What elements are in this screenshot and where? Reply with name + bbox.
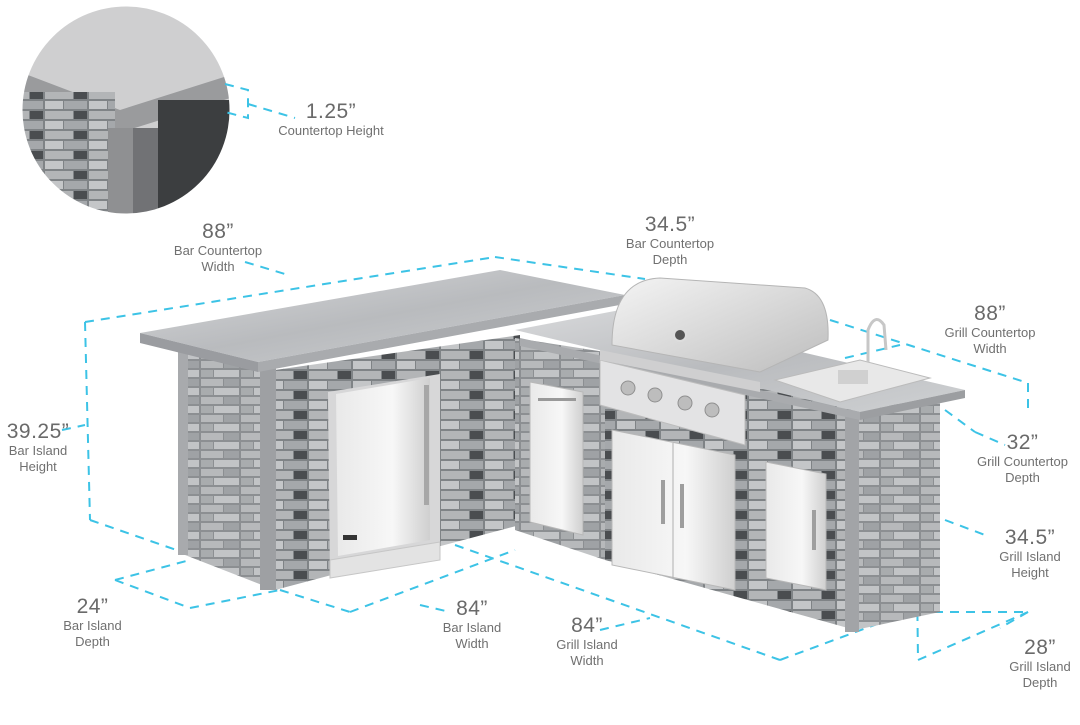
dimension-label: Countertop Height (278, 123, 384, 139)
dimension-label: Bar Countertop (173, 243, 263, 259)
dimension-label: Depth (1005, 470, 1040, 486)
bar-island-depth-dimension: 24” Bar Island Depth (55, 595, 130, 650)
dimension-label: Bar Island (442, 620, 502, 636)
dimension-label: Grill Countertop (976, 454, 1069, 470)
dimension-value: 34.5” (1004, 526, 1056, 549)
dimension-label: Width (973, 341, 1007, 357)
dimension-value: 1.25” (305, 100, 357, 123)
countertop-detail-inset (21, 5, 231, 215)
dimension-label: Depth (652, 252, 688, 268)
dimension-value: 39.25” (6, 420, 70, 443)
bar-countertop-depth-dimension: 34.5” Bar Countertop Depth (610, 213, 730, 268)
dimension-label: Height (1011, 565, 1049, 581)
dimension-value: 84” (456, 597, 488, 620)
dimension-label: Width (570, 653, 604, 669)
dimension-value: 32” (1006, 431, 1039, 454)
grill-island-doors (529, 381, 827, 591)
grill-countertop-depth-dimension: 32” Grill Countertop Depth (965, 431, 1080, 486)
dimension-value: 88” (202, 220, 234, 243)
refrigerator (328, 374, 441, 579)
dimension-label: Width (455, 636, 489, 652)
dimension-label: Bar Island (63, 618, 122, 634)
grill-island-depth-dimension: 28” Grill Island Depth (1000, 636, 1080, 691)
dimension-value: 88” (974, 302, 1006, 325)
dimension-label: Bar Island (8, 443, 68, 459)
dimension-label: Bar Countertop (625, 236, 715, 252)
dimension-value: 24” (76, 595, 109, 618)
dimension-value: 84” (571, 614, 603, 637)
dimension-value: 28” (1024, 636, 1056, 659)
dimension-label: Grill Countertop (944, 325, 1036, 341)
dimension-label: Grill Island (999, 549, 1061, 565)
bar-island-height-dimension: 39.25” Bar Island Height (2, 420, 74, 475)
dimension-label: Grill Island (556, 637, 618, 653)
dimension-label: Depth (75, 634, 110, 650)
gas-grill (599, 277, 829, 446)
dimension-label: Grill Island (1009, 659, 1071, 675)
grill-island-width-dimension: 84” Grill Island Width (547, 614, 627, 669)
dimension-value: 34.5” (644, 213, 696, 236)
countertop-height-dimension: 1.25” Countertop Height (266, 100, 396, 139)
grill-island-height-dimension: 34.5” Grill Island Height (980, 526, 1080, 581)
grill-countertop-width-dimension: 88” Grill Countertop Width (925, 302, 1055, 357)
dimension-label: Depth (1022, 675, 1058, 691)
bar-island-width-dimension: 84” Bar Island Width (432, 597, 512, 652)
dimension-label: Height (19, 459, 57, 475)
bar-countertop-width-dimension: 88” Bar Countertop Width (158, 220, 278, 275)
sink (773, 318, 932, 403)
dimension-label: Width (201, 259, 235, 275)
